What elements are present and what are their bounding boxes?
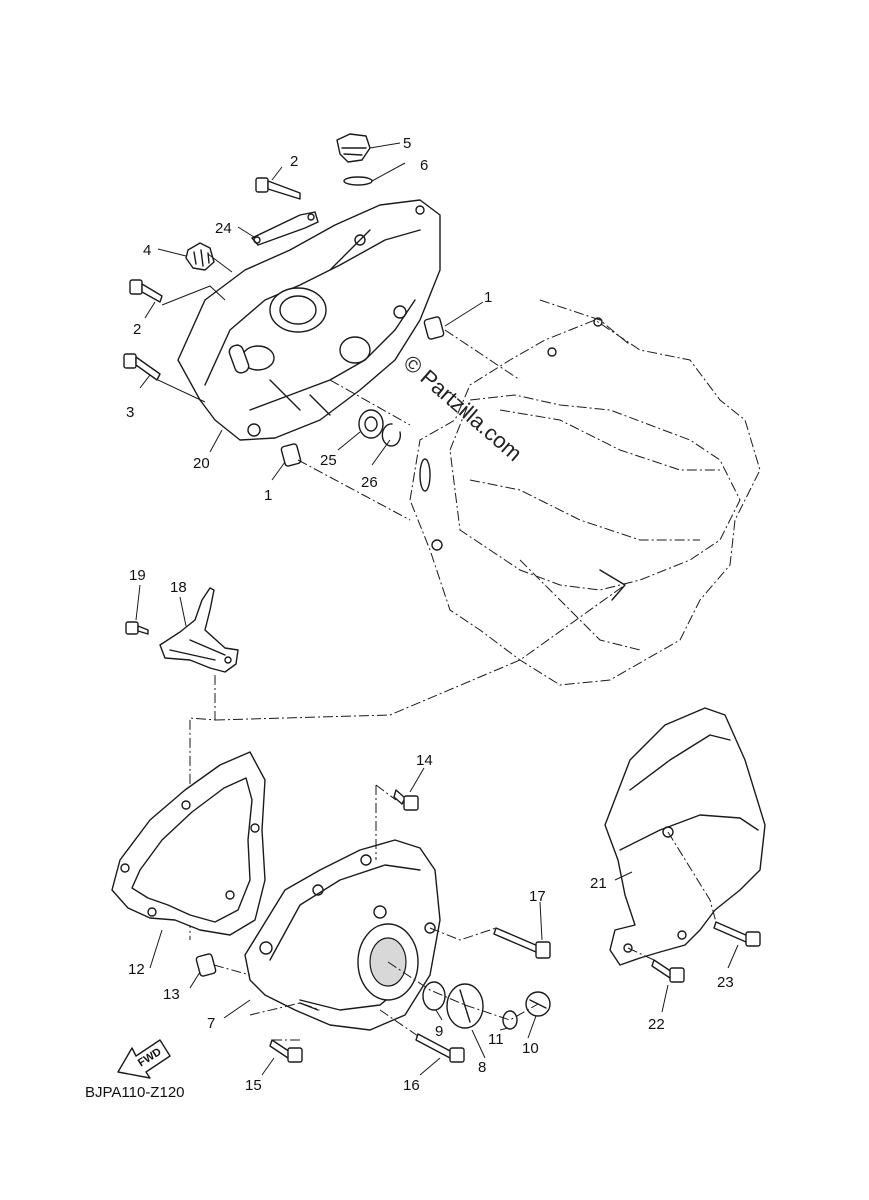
- callout-9: 9: [435, 1023, 443, 1040]
- bolt-17: [493, 927, 551, 959]
- sprocket-cover-21: [604, 707, 766, 966]
- bolt-16: [415, 1033, 465, 1063]
- assembly-arrow: [599, 569, 626, 601]
- crankcase-cover-20: [177, 199, 441, 441]
- bolt-19: [125, 621, 149, 635]
- bolt-22: [651, 959, 685, 983]
- leader-lines-upper: [139, 142, 521, 521]
- bolt-2-left: [129, 279, 163, 303]
- diagram-code: BJPA110-Z120: [85, 1084, 185, 1101]
- callout-20: 20: [193, 455, 210, 472]
- oil-seal-25: [358, 409, 384, 439]
- callout-1-upper: 1: [484, 289, 492, 306]
- circlip-26: [381, 423, 402, 447]
- callout-14: 14: [416, 752, 433, 769]
- dowel-13: [195, 953, 217, 977]
- callout-12: 12: [128, 961, 145, 978]
- callout-13: 13: [163, 986, 180, 1003]
- plug-4: [185, 242, 215, 271]
- dowel-pin-1-upper: [423, 316, 445, 340]
- crankcase-cover-7: [244, 839, 441, 1031]
- callout-2-top: 2: [290, 153, 298, 170]
- gasket-12: [111, 751, 266, 936]
- callout-3: 3: [126, 404, 134, 421]
- callout-8: 8: [478, 1059, 486, 1076]
- callout-5: 5: [403, 135, 411, 152]
- callout-16: 16: [403, 1077, 420, 1094]
- leader-lines-lower: [149, 767, 739, 1076]
- leader-lines-18-19: [135, 584, 187, 627]
- oil-cap-5: [336, 133, 371, 163]
- callout-18: 18: [170, 579, 187, 596]
- callout-11: 11: [488, 1031, 504, 1048]
- callout-24: 24: [215, 220, 232, 237]
- callout-4: 4: [143, 242, 151, 259]
- callout-21: 21: [590, 875, 607, 892]
- bolt-14: [393, 789, 419, 811]
- callout-17: 17: [529, 888, 546, 905]
- watermark: © Partzilla.com: [399, 350, 527, 466]
- o-ring-11: [502, 1010, 518, 1030]
- engine-crankcase: [409, 299, 761, 686]
- callout-2-left: 2: [133, 321, 141, 338]
- callout-1-lower: 1: [264, 487, 272, 504]
- guide-18: [159, 587, 239, 673]
- o-ring-6: [343, 176, 373, 186]
- callout-15: 15: [245, 1077, 262, 1094]
- bolt-23: [713, 921, 761, 947]
- dowel-pin-1-lower: [280, 443, 302, 467]
- callout-22: 22: [648, 1016, 665, 1033]
- bolt-3: [123, 353, 161, 381]
- plug-8: [446, 983, 484, 1029]
- callout-6: 6: [420, 157, 428, 174]
- bolt-2-top: [255, 177, 301, 200]
- fwd-arrow-icon: FWD: [117, 1039, 171, 1079]
- o-ring-9: [422, 981, 446, 1011]
- callout-19: 19: [129, 567, 146, 584]
- callout-10: 10: [522, 1040, 539, 1057]
- callout-7: 7: [207, 1015, 215, 1032]
- callout-numbers: 5 2 6 24 4 1 2 3 20 25 26 1 19 18 14 21 …: [126, 135, 734, 1094]
- callout-23: 23: [717, 974, 734, 991]
- callout-25: 25: [320, 452, 337, 469]
- bracket-24: [251, 211, 319, 246]
- callout-26: 26: [361, 474, 378, 491]
- bolt-15: [269, 1039, 303, 1063]
